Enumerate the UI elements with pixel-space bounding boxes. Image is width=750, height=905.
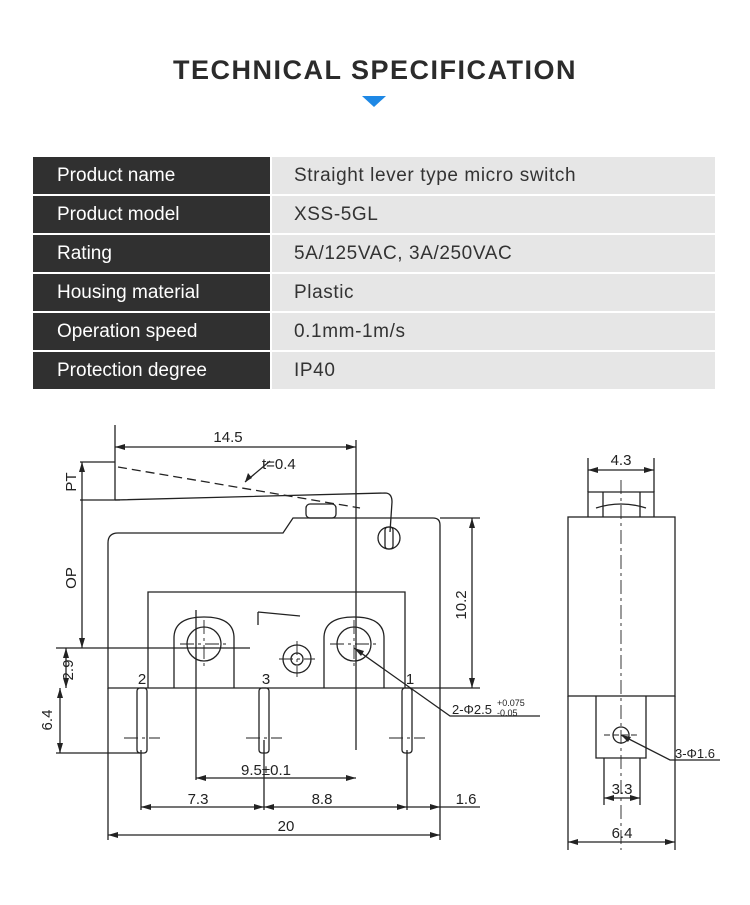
side-terminal-width: 3.3 (612, 781, 633, 798)
terminal-pin (136, 687, 148, 754)
dim-right-edge: 1.6 (456, 791, 477, 808)
dim-left-to-mid: 7.3 (188, 791, 209, 808)
lever (114, 492, 393, 533)
spec-value: Plastic (272, 274, 715, 311)
dim-lever-thickness: t=0.4 (262, 456, 296, 473)
spec-label: Rating (33, 235, 270, 272)
terminal-pin (401, 687, 413, 754)
spec-row: Product model XSS-5GL (33, 196, 715, 233)
terminal-3-label: 3 (262, 671, 270, 688)
plunger (305, 503, 337, 519)
spec-table: Product name Straight lever type micro s… (33, 157, 715, 391)
spec-label: Operation speed (33, 313, 270, 350)
terminal-1-label: 1 (406, 671, 414, 688)
spec-row: Operation speed 0.1mm-1m/s (33, 313, 715, 350)
spec-value: Straight lever type micro switch (272, 157, 715, 194)
dim-pin-hole-tol-plus: +0.075 (497, 698, 525, 708)
technical-drawing: 14.5 t=0.4 PT OP 10.2 2.9 6.4 2 3 1 2-Φ2… (39, 425, 720, 850)
dim-overall-lever: 14.5 (213, 429, 242, 446)
chevron-down-icon (362, 96, 386, 107)
switch-body-outline (107, 517, 441, 689)
side-terminal-hole: 3-Φ1.6 (675, 746, 715, 761)
dim-terminal-len: 6.4 (39, 710, 56, 731)
side-body (567, 516, 676, 697)
dim-pin-hole-tol-minus: -0.05 (497, 708, 518, 718)
mount-hole-left (173, 616, 235, 688)
lever-free-position (117, 466, 361, 509)
terminal-2-label: 2 (138, 671, 146, 688)
dim-total-length: 20 (278, 818, 295, 835)
side-top-width: 4.3 (611, 452, 632, 469)
spec-label: Protection degree (33, 352, 270, 389)
spec-row: Product name Straight lever type micro s… (33, 157, 715, 194)
spec-label: Product model (33, 196, 270, 233)
spec-value: 5A/125VAC, 3A/250VAC (272, 235, 715, 272)
spec-label: Product name (33, 157, 270, 194)
spec-row: Housing material Plastic (33, 274, 715, 311)
spec-row: Rating 5A/125VAC, 3A/250VAC (33, 235, 715, 272)
spec-value: IP40 (272, 352, 715, 389)
lever-roller (377, 526, 401, 550)
page-title: TECHNICAL SPECIFICATION (172, 55, 577, 85)
spec-label: Housing material (33, 274, 270, 311)
dim-bottom-to-hole: 2.9 (60, 660, 77, 681)
side-body-width: 6.4 (612, 825, 633, 842)
spec-row: Protection degree IP40 (33, 352, 715, 389)
mount-hole-right (323, 616, 385, 688)
dim-mid-to-right: 8.8 (312, 791, 333, 808)
label-op: OP (63, 567, 80, 589)
spec-value: XSS-5GL (272, 196, 715, 233)
dim-hole-spacing: 9.5±0.1 (241, 762, 291, 779)
dim-height: 10.2 (453, 590, 470, 619)
dim-pin-hole: 2-Φ2.5 (452, 702, 492, 717)
label-pt: PT (63, 472, 80, 491)
spec-value: 0.1mm-1m/s (272, 313, 715, 350)
